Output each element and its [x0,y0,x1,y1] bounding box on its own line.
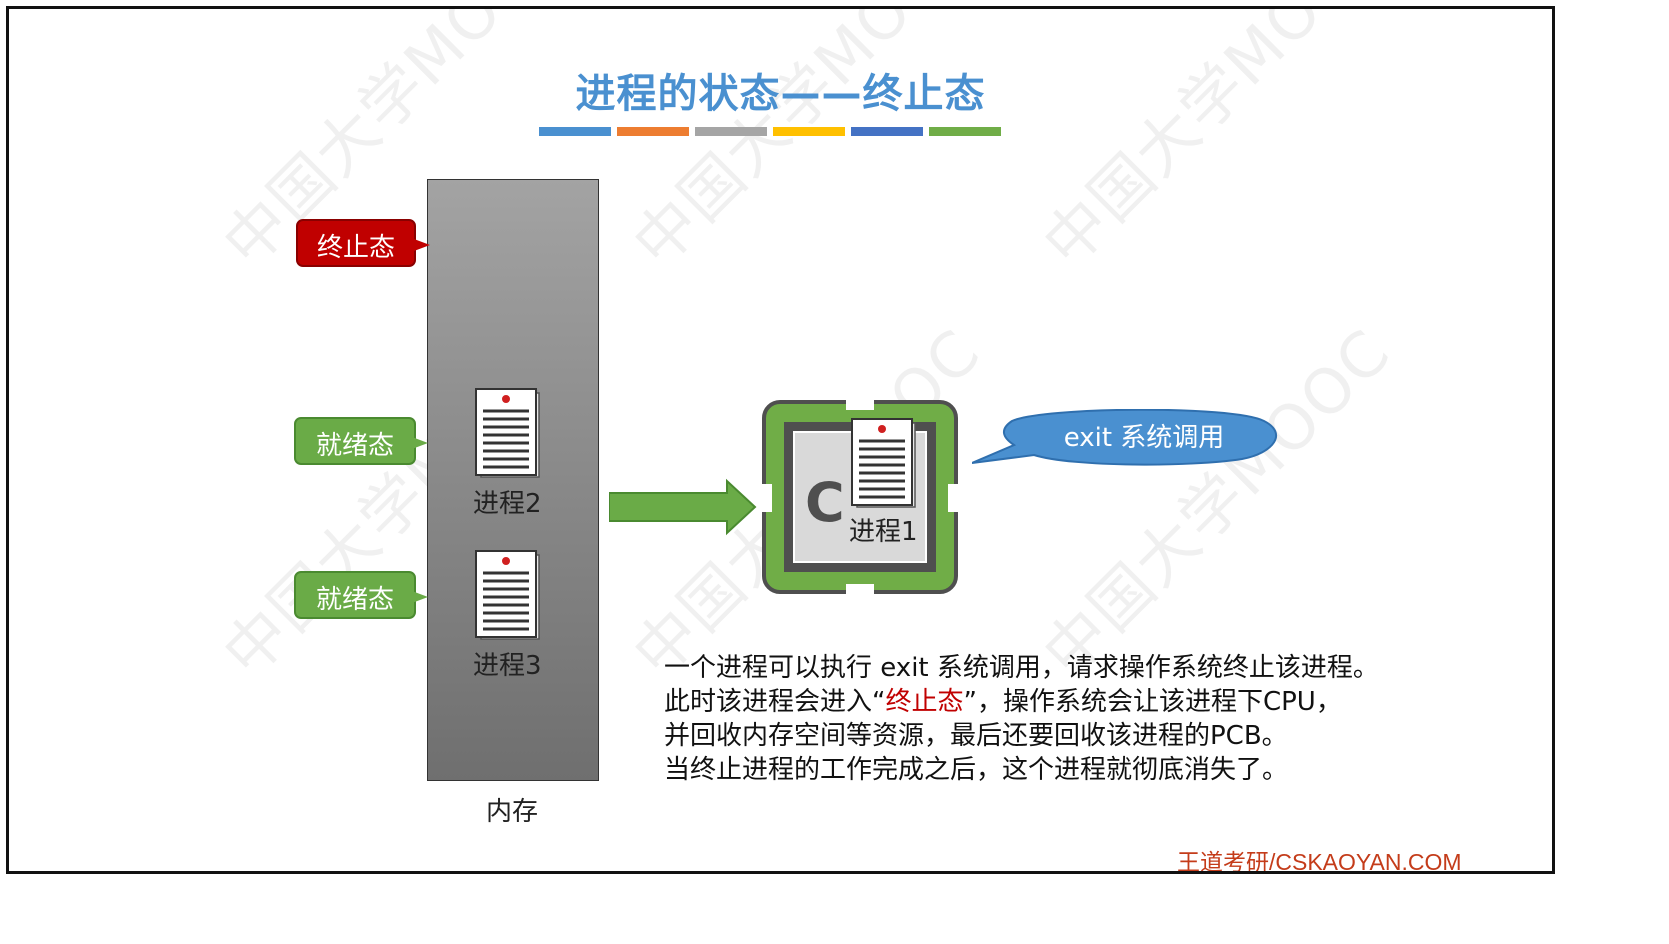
slide-frame: 中国大学MOOC 中国大学MOOC 中国大学MOOC 中国大学MOOC 中国大学… [6,6,1555,874]
callout-pointer-icon [412,591,428,603]
bubble-text: exit 系统调用 [1063,423,1225,453]
color-bar [617,127,689,136]
process-document-icon [475,550,540,640]
ready-state-callout-2: 就绪态 [294,571,428,619]
cpu-label: C [805,471,845,534]
watermark-text: 中国大学MOOC [618,6,995,281]
description-line-2-after: ”，操作系统会让该进程下CPU， [963,687,1342,717]
color-bar [851,127,923,136]
process-1-label: 进程1 [849,517,918,547]
process-document-icon [851,418,916,508]
process-document-icon [475,388,540,478]
callout-pointer-icon [414,239,430,251]
description-line-3: 并回收内存空间等资源，最后还要回收该进程的PCB。 [664,721,1288,751]
right-arrow-icon [609,478,757,536]
terminated-state-callout: 终止态 [296,219,430,267]
terminated-state-label: 终止态 [316,233,395,263]
ready-state-label: 就绪态 [315,431,394,461]
color-bar [539,127,611,136]
color-bar [929,127,1001,136]
description-line-2-before: 此时该进程会进入“ [664,687,886,717]
description-line-4: 当终止进程的工作完成之后，这个进程就彻底消失了。 [664,755,1289,785]
process-3-label: 进程3 [473,651,542,681]
description-line-1: 一个进程可以执行 exit 系统调用，请求操作系统终止该进程。 [664,653,1379,683]
title-color-bars [539,127,1001,136]
watermark-text: 中国大学MOOC [1028,6,1405,281]
watermark-text: 中国大学MOOC [1028,314,1405,691]
color-bar [695,127,767,136]
description: 一个进程可以执行 exit 系统调用，请求操作系统终止该进程。 此时该进程会进入… [664,651,1379,787]
ready-state-callout-1: 就绪态 [294,417,428,465]
brand-text: 王道考研/CSKAOYAN.COM [1177,849,1462,874]
callout-pointer-icon [412,437,428,449]
slide-title: 进程的状态——终止态 [575,71,986,117]
memory-label: 内存 [485,797,538,827]
ready-state-label: 就绪态 [315,585,394,615]
description-highlight: 终止态 [885,687,964,717]
memory-block [427,179,599,781]
speech-bubble [972,409,1277,466]
description-line-2: 此时该进程会进入“终止态”，操作系统会让该进程下CPU， [664,685,1379,719]
process-2-label: 进程2 [473,489,542,519]
color-bar [773,127,845,136]
